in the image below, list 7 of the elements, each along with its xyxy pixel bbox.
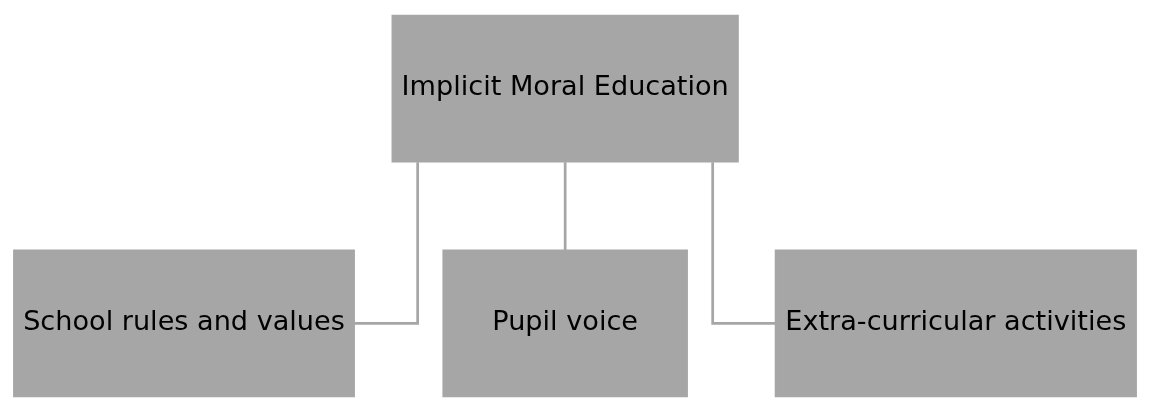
node-box: Pupil voice xyxy=(442,249,688,398)
node-box: Implicit Moral Education xyxy=(391,14,739,163)
node-box: School rules and values xyxy=(13,249,355,398)
connector xyxy=(711,162,776,325)
connector xyxy=(354,162,419,325)
node-box: Extra-curricular activities xyxy=(774,249,1137,398)
connector xyxy=(563,162,567,250)
